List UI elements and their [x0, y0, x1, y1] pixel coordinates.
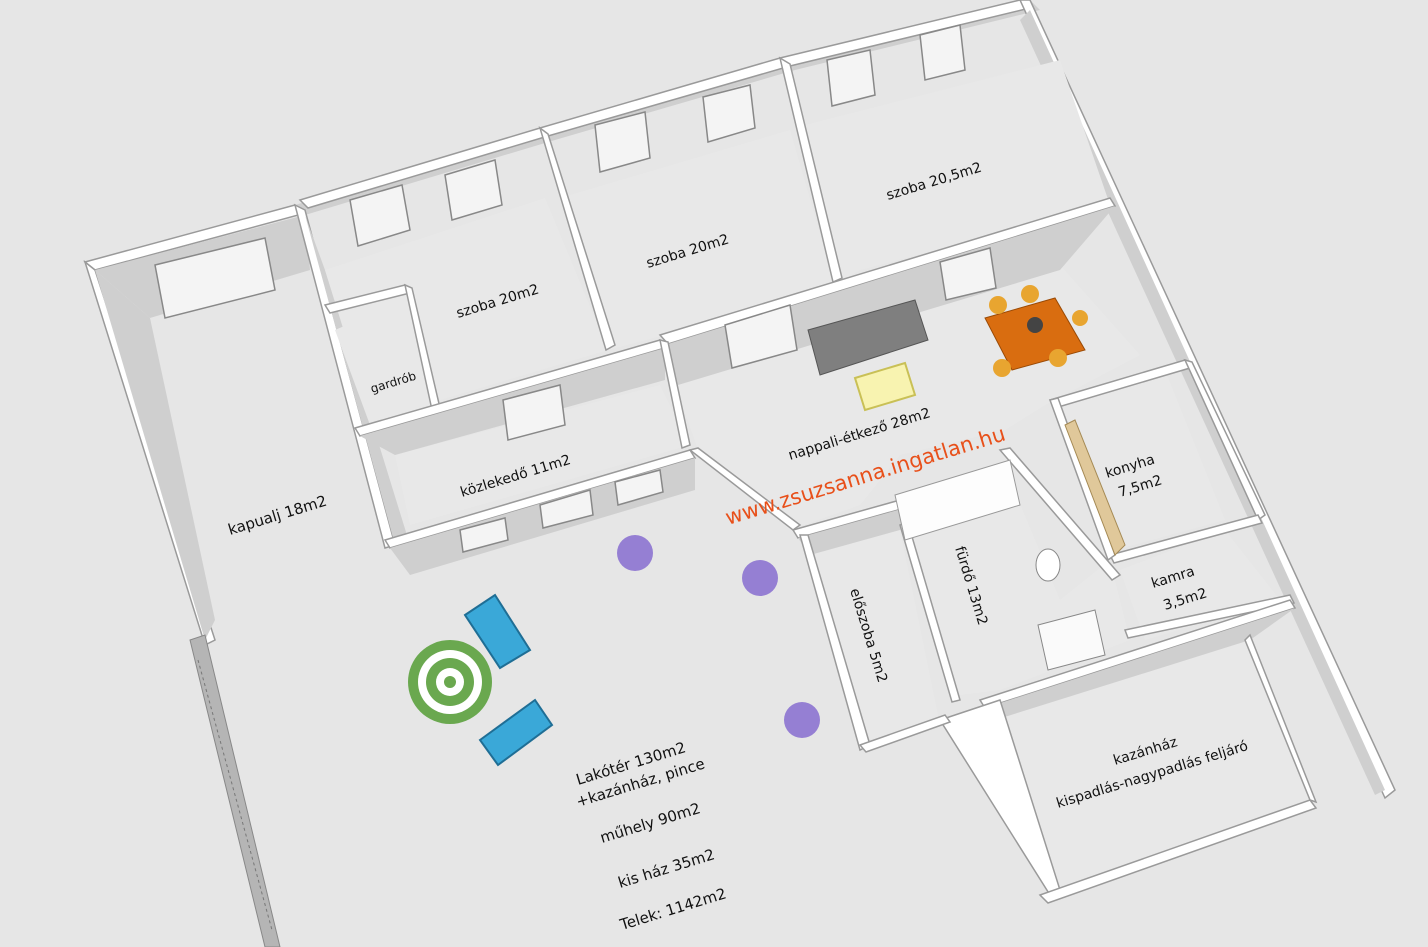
lavender-2 [742, 560, 778, 596]
umbrella [408, 640, 492, 724]
kitchen-counter [1064, 419, 1126, 556]
summary-line-4: kis ház 35m2 [616, 845, 717, 891]
coffee-table [853, 361, 917, 412]
toilet [1035, 548, 1061, 582]
furniture [408, 285, 1126, 767]
summary-text: Lakótér 130m2 +kazánház, pince műhely 90… [574, 738, 729, 934]
lounger-1 [463, 593, 532, 670]
bathtub [894, 459, 1021, 541]
shower [1037, 609, 1106, 671]
label-kapualj: kapualj 18m2 [226, 492, 329, 539]
windows [154, 24, 997, 553]
fence [189, 634, 281, 947]
room-floors [325, 60, 1310, 890]
lounger-2 [478, 698, 554, 767]
sofa [807, 299, 929, 376]
summary-line-3: műhely 90m2 [598, 799, 703, 847]
lavender-1 [617, 535, 653, 571]
lavender-3 [784, 702, 820, 738]
summary-line-5: Telek: 1142m2 [617, 884, 728, 934]
